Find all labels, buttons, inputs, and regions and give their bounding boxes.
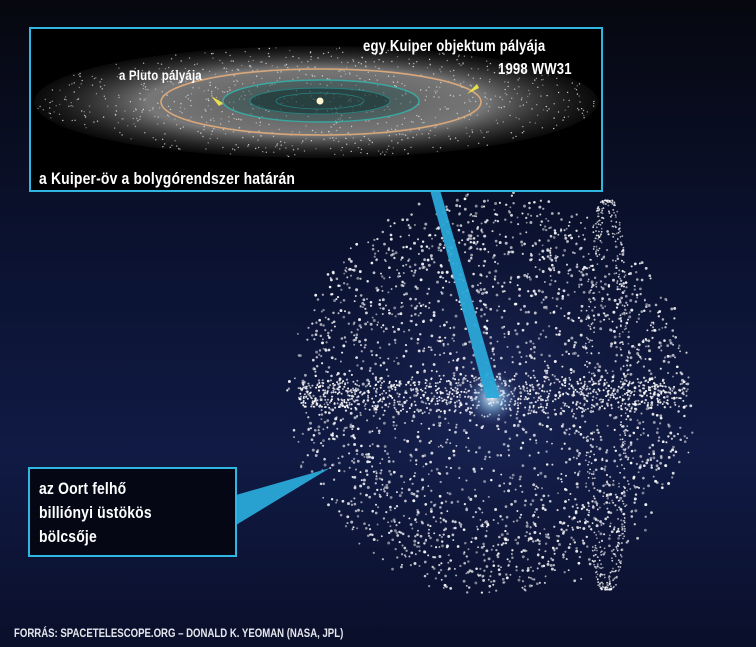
- oort-cloud-pointer: [236, 468, 330, 525]
- kuiper-belt-inset: a Pluto pályája egy Kuiper objektum pály…: [29, 27, 603, 192]
- kuiper-object-orbit: [160, 68, 482, 136]
- kuiper-object-orbit-label: egy Kuiper objektum pályája: [363, 38, 546, 55]
- source-credit: FORRÁS: SPACETELESCOPE.ORG – DONALD K. Y…: [14, 626, 344, 640]
- oort-caption-line: az Oort felhő: [39, 479, 127, 498]
- kuiper-belt-diagram: [34, 46, 598, 158]
- kbo-marker: [467, 84, 479, 94]
- kuiper-belt-pointer: [430, 190, 500, 398]
- sun: [316, 97, 324, 105]
- pluto-marker: [211, 96, 223, 106]
- kuiper-object-name: 1998 WW31: [498, 61, 572, 78]
- oort-caption-line: billiónyi üstökös: [39, 503, 152, 522]
- oort-cloud-caption: az Oort felhő billiónyi üstökös bölcsője: [39, 477, 228, 549]
- oort-cloud-callout: az Oort felhő billiónyi üstökös bölcsője: [28, 467, 237, 557]
- inner-planet-orbit: [275, 92, 365, 110]
- kuiper-belt-caption: a Kuiper-öv a bolygórendszer határán: [39, 169, 296, 188]
- oort-caption-line: bölcsője: [39, 527, 97, 546]
- pluto-orbit-label: a Pluto pályája: [119, 67, 202, 83]
